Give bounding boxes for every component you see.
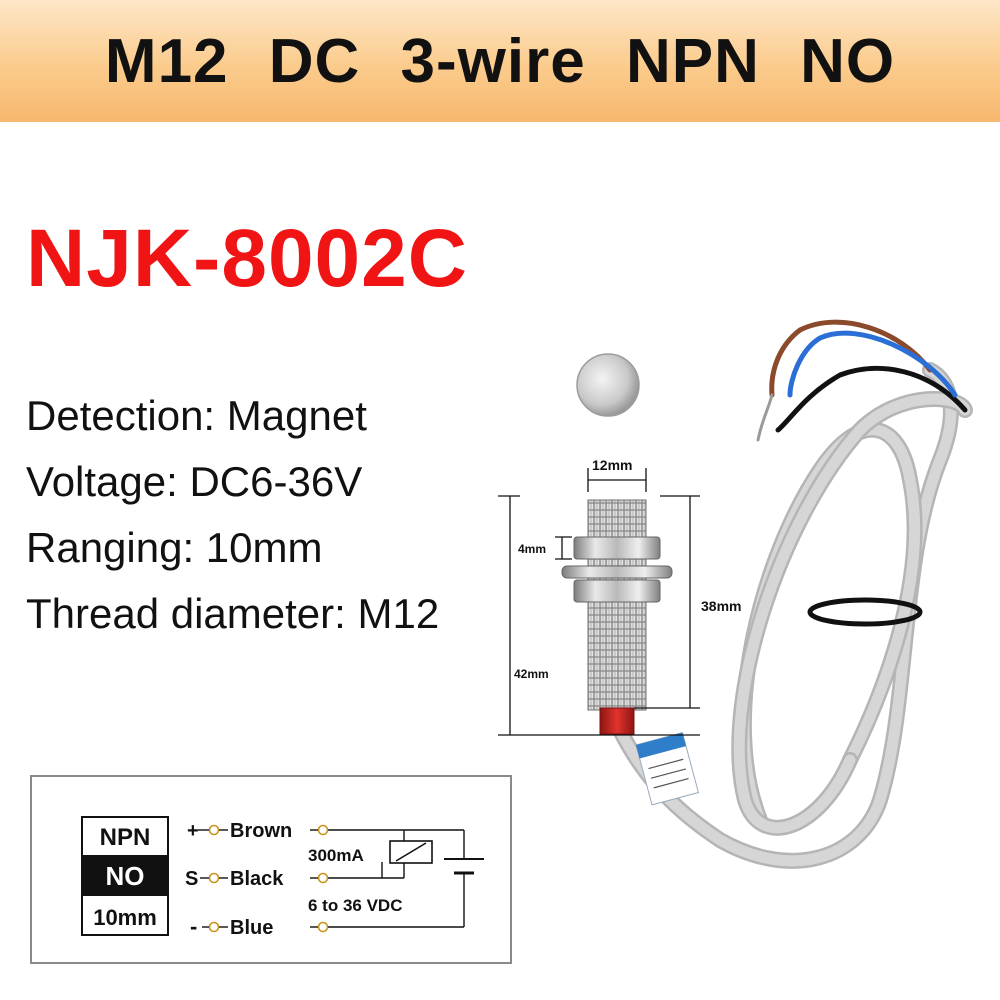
wire-brown-label: Brown (230, 820, 292, 842)
banner-title: M12 DC 3-wire NPN NO (104, 26, 896, 96)
wire-brown-symbol: + (187, 820, 199, 842)
battery-icon (444, 858, 484, 875)
dim-thread-label: 12mm (592, 457, 632, 473)
load-current-label: 300mA (308, 846, 364, 865)
magnet-disc-icon (576, 353, 640, 417)
spec-ranging: Ranging: 10mm (26, 524, 323, 571)
wire-black-symbol: S (185, 868, 198, 890)
sensor-type-label: NPN (100, 824, 151, 851)
spec-voltage: Voltage: DC6-36V (26, 458, 363, 505)
switch-mode-label: NO (106, 861, 145, 891)
top-banner: M12 DC 3-wire NPN NO (0, 0, 1000, 122)
dim-body-label: 38mm (701, 598, 741, 614)
dim-nut-label: 4mm (518, 542, 546, 556)
spec-thread-diameter: Thread diameter: M12 (26, 590, 440, 637)
spec-list: Detection: Magnet Voltage: DC6-36V Rangi… (26, 388, 439, 652)
range-label: 10mm (93, 905, 157, 930)
dim-total-label: 42mm (514, 667, 549, 681)
wire-black-label: Black (230, 868, 284, 890)
proximity-sensor-icon (561, 499, 700, 806)
dimension-lines (498, 468, 700, 736)
wire-blue-label: Blue (230, 917, 273, 939)
wiring-diagram: NPN NO 10mm + S - Brown Black Blue 300mA… (30, 775, 512, 964)
spec-detection: Detection: Magnet (26, 392, 367, 439)
supply-voltage-label: 6 to 36 VDC (308, 896, 402, 915)
relay-coil-icon (389, 840, 433, 864)
wiring-schematic: NPN NO 10mm + S - Brown Black Blue 300mA… (81, 816, 484, 939)
model-number: NJK-8002C (26, 213, 468, 304)
wire-blue-symbol: - (190, 914, 197, 939)
sensor-cable (612, 319, 973, 869)
